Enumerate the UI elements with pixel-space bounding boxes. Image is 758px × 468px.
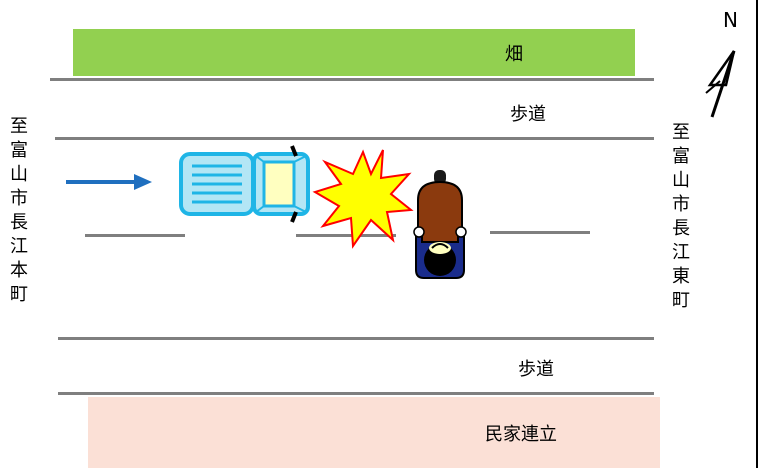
road-edge-line-2	[55, 137, 654, 140]
road-edge-line-4	[58, 392, 654, 395]
houses-label: 民家連立	[485, 424, 557, 445]
center-dash-2	[296, 234, 396, 237]
frame-right-border	[756, 0, 758, 468]
center-dash-1	[85, 234, 185, 237]
car-icon	[179, 145, 310, 223]
impact-burst-icon	[312, 149, 414, 249]
motorcycle-rider-icon	[413, 170, 467, 279]
direction-arrow-icon	[66, 174, 152, 190]
field-area	[73, 29, 635, 76]
west-direction-label: 至富山市長江本町	[7, 116, 28, 308]
houses-area	[88, 397, 660, 468]
field-label: 畑	[505, 44, 523, 65]
north-arrow-icon	[705, 50, 736, 118]
center-dash-3	[490, 231, 590, 234]
sidewalk-top-label: 歩道	[510, 104, 546, 125]
road-edge-line-3	[58, 337, 654, 340]
north-label: N	[723, 8, 738, 32]
east-direction-label: 至富山市長江東町	[669, 122, 690, 314]
road-edge-line-1	[50, 78, 654, 81]
sidewalk-bottom-label: 歩道	[518, 359, 554, 380]
